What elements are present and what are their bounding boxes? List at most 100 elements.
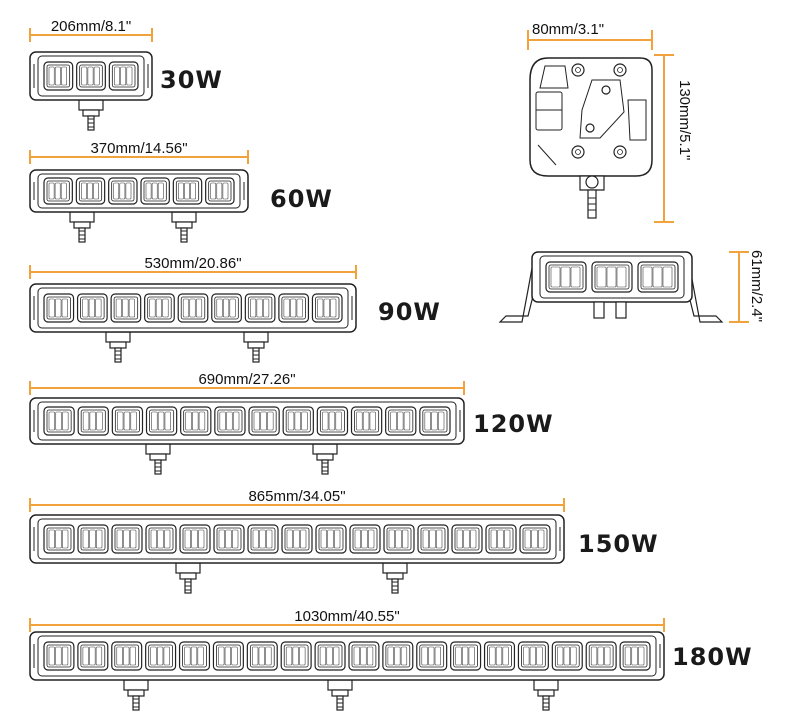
- led-module: [43, 177, 73, 205]
- mounting-bolt: [243, 331, 269, 363]
- led-module: [211, 293, 242, 323]
- led-module: [178, 641, 211, 671]
- led-module: [416, 641, 448, 671]
- led-module: [585, 641, 617, 671]
- mounting-bolt: [105, 331, 131, 363]
- led-module: [350, 406, 383, 436]
- wattage-label: 60W: [270, 185, 333, 213]
- led-module: [247, 524, 279, 554]
- light-bar-150w: 865mm/34.05" 150W: [29, 488, 659, 594]
- led-module: [383, 524, 415, 554]
- led-module: [315, 524, 347, 554]
- led-module: [43, 641, 75, 671]
- led-module: [43, 406, 75, 436]
- length-label: 1030mm/40.55": [294, 608, 399, 625]
- mounting-bolt: [327, 679, 353, 711]
- led-module: [177, 293, 209, 323]
- mounting-bolt: [78, 99, 104, 131]
- led-module: [349, 524, 381, 554]
- led-module: [348, 641, 380, 671]
- led-module: [450, 641, 482, 671]
- led-module: [519, 524, 551, 554]
- side-height-label: 130mm/5.1": [676, 80, 693, 160]
- led-module: [545, 261, 587, 293]
- led-module: [77, 641, 109, 671]
- led-module: [180, 406, 212, 436]
- led-module: [311, 293, 343, 323]
- light-bar-60w: 370mm/14.56" 60W: [29, 140, 333, 243]
- led-module: [591, 261, 633, 293]
- length-label: 690mm/27.26": [198, 371, 295, 388]
- led-module: [282, 406, 314, 436]
- led-module: [385, 406, 417, 436]
- side-width-label: 80mm/3.1": [532, 21, 604, 38]
- mounting-bolt: [145, 443, 171, 475]
- led-module: [485, 524, 517, 554]
- mounting-bolt: [171, 211, 197, 243]
- led-module: [144, 293, 175, 323]
- led-module: [212, 641, 244, 671]
- end-cap-drawing: [529, 57, 653, 219]
- led-module: [76, 61, 106, 91]
- wattage-label: 180W: [672, 643, 753, 671]
- led-module: [244, 293, 276, 323]
- led-module: [451, 524, 483, 554]
- led-module: [111, 641, 143, 671]
- front-view: 61mm/2.4": [498, 250, 765, 323]
- length-label: 530mm/20.86": [144, 255, 241, 272]
- led-module: [314, 641, 346, 671]
- wattage-label: 120W: [473, 410, 554, 438]
- led-module: [43, 61, 74, 91]
- mounting-bolt: [69, 211, 95, 243]
- length-label: 370mm/14.56": [90, 140, 187, 157]
- led-module: [108, 177, 138, 205]
- led-module: [213, 524, 245, 554]
- led-module: [278, 293, 310, 323]
- light-bar-30w: 206mm/8.1" 30W: [29, 18, 223, 131]
- led-module: [281, 524, 313, 554]
- led-module: [551, 641, 583, 671]
- led-module: [110, 293, 142, 323]
- led-module: [483, 641, 516, 671]
- side-view: 80mm/3.1" 130mm/5.1": [527, 21, 693, 223]
- led-module: [419, 406, 451, 436]
- led-module: [140, 177, 170, 205]
- front-height-label: 61mm/2.4": [748, 250, 765, 322]
- led-module: [205, 177, 235, 205]
- led-module: [77, 524, 109, 554]
- led-module: [43, 524, 75, 554]
- led-module: [145, 406, 178, 436]
- led-module: [637, 261, 679, 293]
- mounting-bolt: [175, 562, 201, 594]
- led-module: [179, 524, 211, 554]
- led-module: [145, 641, 177, 671]
- led-module: [619, 641, 651, 671]
- length-label: 865mm/34.05": [248, 488, 345, 505]
- led-module: [214, 406, 246, 436]
- led-module: [43, 293, 75, 323]
- led-module: [246, 641, 278, 671]
- led-module: [417, 524, 449, 554]
- led-module: [248, 406, 280, 436]
- led-module: [145, 524, 177, 554]
- led-module: [316, 406, 349, 436]
- light-bar-180w: 1030mm/40.55" 180W: [29, 608, 753, 711]
- led-module: [75, 177, 106, 205]
- length-label: 206mm/8.1": [51, 18, 131, 35]
- led-module: [111, 524, 143, 554]
- led-module: [76, 293, 108, 323]
- light-bar-90w: 530mm/20.86" 90W: [29, 255, 441, 363]
- wattage-label: 90W: [378, 298, 441, 326]
- led-module: [382, 641, 414, 671]
- mounting-bolt: [312, 443, 338, 475]
- light-bar-120w: 690mm/27.26" 120W: [29, 371, 554, 475]
- led-module: [108, 61, 139, 91]
- wattage-label: 150W: [578, 530, 659, 558]
- mounting-bolt: [123, 679, 149, 711]
- led-module: [280, 641, 312, 671]
- wattage-label: 30W: [160, 66, 223, 94]
- led-module: [77, 406, 109, 436]
- led-module: [172, 177, 203, 205]
- light-bars: 206mm/8.1" 30W 370mm/14.56" 60W 530mm/20.86"…: [29, 18, 753, 711]
- mounting-bolt: [382, 562, 408, 594]
